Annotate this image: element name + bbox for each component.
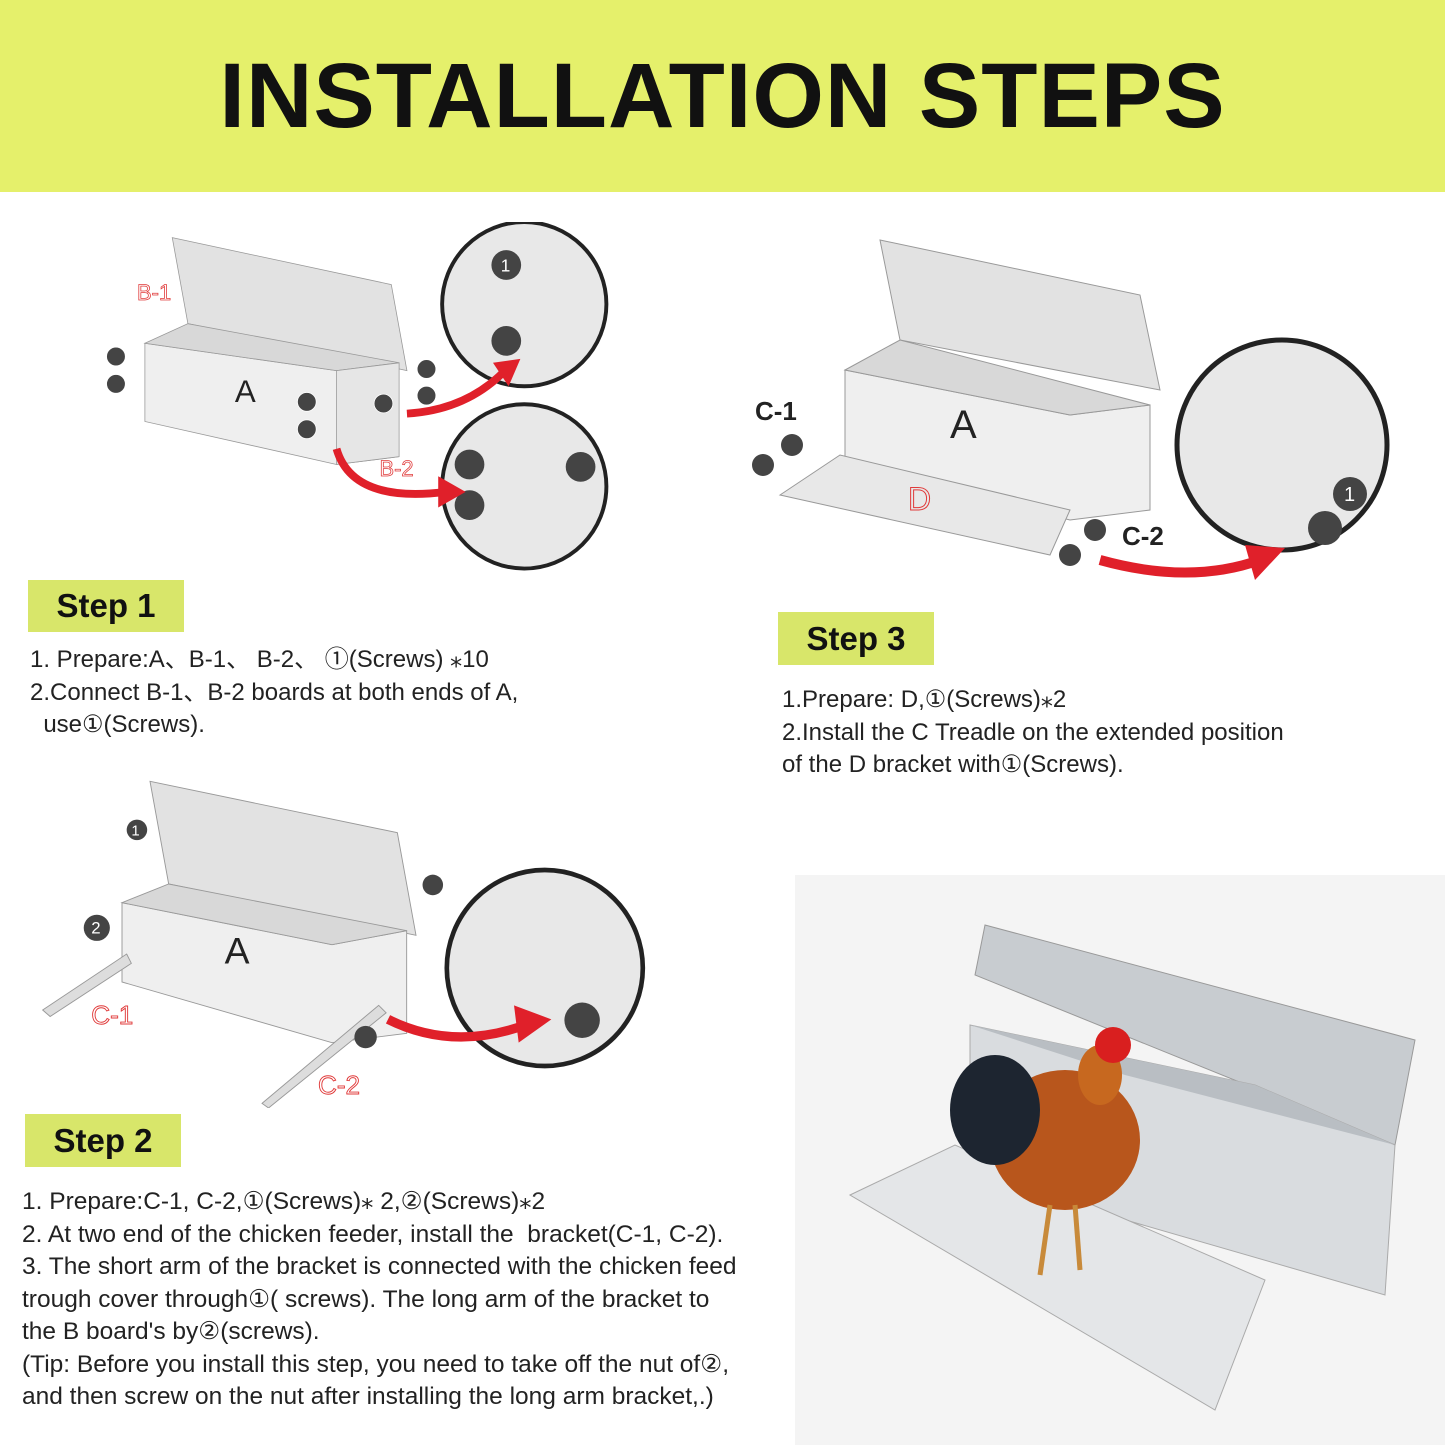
header-banner: INSTALLATION STEPS [0, 0, 1445, 192]
step3-instructions: 1.Prepare: D,①(Screws)⁎2 2.Install the C … [782, 684, 1284, 782]
step2-line: (Tip: Before you install this step, you … [22, 1350, 730, 1378]
part-a-label: A [950, 403, 977, 447]
screw-2-label: 2 [91, 918, 100, 937]
step3-line: 1.Prepare: D,①(Screws)⁎2 [782, 686, 1067, 713]
part-a-label: A [235, 374, 256, 409]
step3-diagram: A D C-1 C-2 1 [752, 239, 1390, 580]
part-b1-label: B-1 [137, 280, 171, 305]
step1-instructions: 1. Prepare:A、B-1、 B-2、 ①(Screws) ⁎10 2.Co… [30, 644, 518, 742]
part-c2-label: C-2 [1122, 521, 1164, 551]
step2-diagram: A C-1 C-2 1 2 [41, 780, 646, 1108]
feeder-with-rooster-image [848, 924, 1416, 1411]
part-c1-label: C-1 [755, 396, 797, 426]
step2-instructions: 1. Prepare:C-1, C-2,①(Screws)⁎ 2,②(Screw… [22, 1186, 737, 1414]
step2-line: and then screw on the nut after installi… [22, 1383, 714, 1410]
step1-diagram: A B-1 B-2 1 [106, 222, 609, 571]
page-title: INSTALLATION STEPS [219, 44, 1226, 147]
step1-line: 1. Prepare:A、B-1、 B-2、 ①(Screws) ⁎10 [30, 646, 489, 673]
screw-1-label: 1 [501, 255, 511, 275]
screw-1-label: 1 [131, 822, 139, 839]
part-b2-label: B-2 [380, 456, 414, 481]
step2-line: 3. The short arm of the bracket is conne… [22, 1253, 737, 1280]
part-c1-label: C-1 [91, 1000, 133, 1030]
step1-line: 2.Connect B-1、B-2 boards at both ends of… [30, 678, 519, 706]
step2-line: trough cover through①( screws). The long… [22, 1285, 710, 1313]
product-photo [795, 875, 1445, 1445]
part-c2-label: C-2 [318, 1070, 360, 1100]
screw-1-label: 1 [1344, 484, 1355, 506]
step1-line: use①(Screws). [30, 711, 205, 738]
step2-badge: Step 2 [25, 1114, 181, 1167]
step3-line: of the D bracket with①(Screws). [782, 751, 1124, 778]
step3-badge: Step 3 [778, 612, 934, 665]
part-a-label: A [225, 929, 250, 971]
part-d-label: D [908, 481, 931, 517]
step2-line: 2. At two end of the chicken feeder, ins… [22, 1220, 724, 1248]
step2-line: the B board's by②(screws). [22, 1318, 320, 1345]
step3-line: 2.Install the C Treadle on the extended … [782, 718, 1284, 746]
step2-line: 1. Prepare:C-1, C-2,①(Screws)⁎ 2,②(Screw… [22, 1188, 546, 1215]
step1-badge: Step 1 [28, 580, 184, 632]
